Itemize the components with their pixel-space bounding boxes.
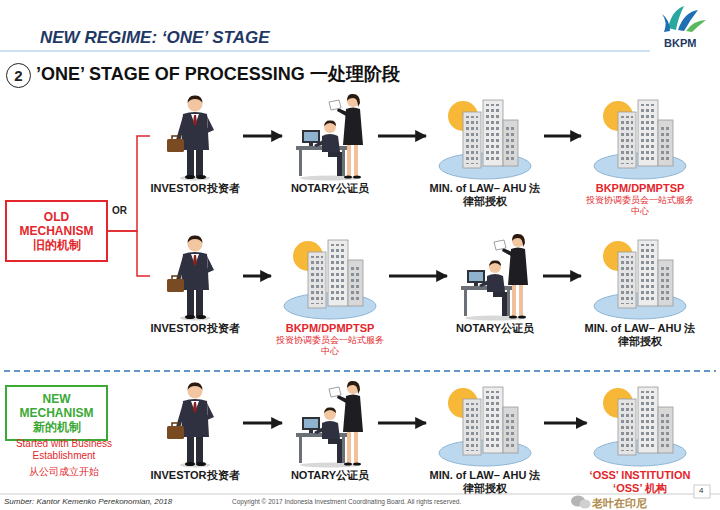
node-caption: NEW MECHANISM新的机制 xyxy=(15,392,99,434)
node-caption: NOTARY公证员 xyxy=(285,469,375,482)
investor-figure: INVESTOR投资者 xyxy=(150,230,240,335)
node-caption: NOTARY公证员 xyxy=(285,182,375,195)
ministry-building: MIN. of LAW– AHU 法律部授权 xyxy=(584,230,696,348)
flow-arrow xyxy=(243,135,282,138)
node-subcaption: 投资协调委员会一站式服务中心 xyxy=(274,335,386,357)
investor-figure: INVESTOR投资者 xyxy=(150,90,240,195)
callout-number: 2 xyxy=(14,68,22,83)
flow-arrow xyxy=(544,422,587,425)
bkpm-building: BKPM/DPMPTSP投资协调委员会一站式服务中心 xyxy=(274,230,386,357)
notary-figure: NOTARY公证员 xyxy=(285,90,375,195)
ministry-building: MIN. of LAW– AHU 法律部授权 xyxy=(429,90,541,208)
notary-figure: NOTARY公证员 xyxy=(285,377,375,482)
slide-title: NEW REGIME: ‘ONE’ STAGE xyxy=(40,28,270,48)
page-number: 4 xyxy=(699,486,703,495)
node-caption: MIN. of LAW– AHU 法律部授权 xyxy=(584,322,696,348)
flow-arrow xyxy=(389,275,447,278)
node-subcaption: ‘OSS’ 机构 xyxy=(590,482,691,495)
node-caption: ‘OSS’ INSTITUTION xyxy=(590,469,691,482)
wechat-icon xyxy=(571,496,591,509)
flow-arrow xyxy=(243,422,282,425)
section-heading: ’ONE’ STAGE OF PROCESSING 一处理阶段 xyxy=(36,62,400,86)
mechanism-box: OLD MECHANISM 旧的机制 xyxy=(5,200,108,262)
flow-arrow xyxy=(544,135,581,138)
step-number: 2 xyxy=(6,63,31,88)
node-caption: INVESTOR投资者 xyxy=(150,322,240,335)
bkpm-building: BKPM/DPMPTSP投资协调委员会一站式服务中心 xyxy=(584,90,696,217)
node-caption: OLD MECHANISM 旧的机制 xyxy=(15,210,99,252)
node-subcaption: 投资协调委员会一站式服务中心 xyxy=(584,195,696,217)
oss-building: ‘OSS’ INSTITUTION‘OSS’ 机构 xyxy=(590,377,691,495)
bracket-line xyxy=(108,136,150,231)
flow-arrow xyxy=(378,422,426,425)
source-note: Sumber: Kantor Kemenko Perekonomian, 201… xyxy=(4,497,172,506)
node-caption: INVESTOR投资者 xyxy=(150,469,240,482)
watermark: 老叶在印尼 xyxy=(592,496,647,510)
note: 从公司成立开始 xyxy=(3,465,125,479)
flow-arrow xyxy=(243,275,271,278)
or-label: OR xyxy=(112,205,127,216)
mechanism-box: NEW MECHANISM新的机制 xyxy=(5,385,108,441)
node-caption: NOTARY公证员 xyxy=(450,322,540,335)
copyright: Copyright © 2017 Indonesia Investment Co… xyxy=(232,498,461,505)
node-caption: MIN. of LAW– AHU 法律部授权 xyxy=(429,469,541,495)
bracket-line xyxy=(108,231,150,276)
note: Started with Business Establishment xyxy=(3,438,125,462)
flow-arrow xyxy=(543,275,581,278)
node-caption: INVESTOR投资者 xyxy=(150,182,240,195)
notary-figure: NOTARY公证员 xyxy=(450,230,540,335)
logo xyxy=(662,6,706,32)
investor-figure: INVESTOR投资者 xyxy=(150,377,240,482)
node-caption: MIN. of LAW– AHU 法律部授权 xyxy=(429,182,541,208)
ministry-building: MIN. of LAW– AHU 法律部授权 xyxy=(429,377,541,495)
logo-text: BKPM xyxy=(664,37,696,49)
node-caption: BKPM/DPMPTSP xyxy=(274,322,386,335)
flow-arrow xyxy=(378,135,426,138)
node-caption: BKPM/DPMPTSP xyxy=(584,182,696,195)
